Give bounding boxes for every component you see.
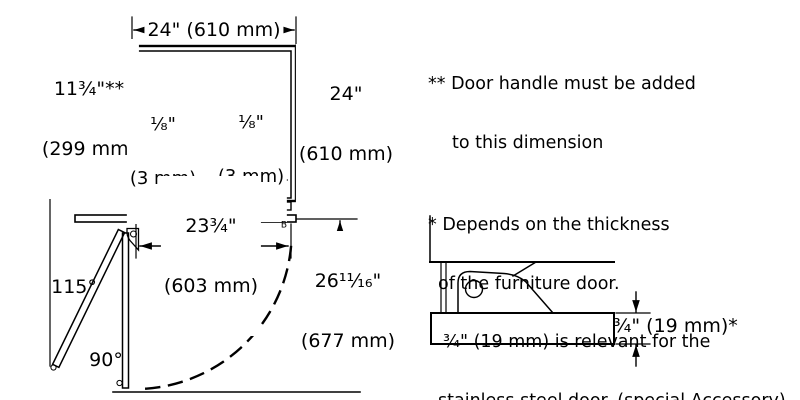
dim-line: 11³⁄₄"** bbox=[53, 78, 125, 100]
hinge-detail bbox=[429, 215, 615, 345]
dim-line: (677 mm) bbox=[300, 330, 396, 352]
dim-line: ¹⁄₈" bbox=[150, 114, 176, 135]
furniture-door-panel bbox=[430, 312, 615, 345]
dim-door-projection: 11³⁄₄"** (299 mm) bbox=[38, 39, 140, 199]
door-handle-note: ** Door handle must be added to this dim… bbox=[428, 36, 696, 192]
dim-line: 26¹¹⁄₁₆" bbox=[314, 270, 382, 292]
dim-line: 23³⁄₄" bbox=[185, 215, 237, 237]
note-line: * Depends on the thickness bbox=[428, 215, 670, 235]
dim-line: 24" bbox=[329, 83, 363, 105]
dim-door-width: 23³⁄₄" (603 mm) bbox=[160, 176, 262, 336]
angle-label-90: 90° bbox=[89, 349, 123, 371]
door-thickness-note: * Depends on the thickness of the furnit… bbox=[428, 177, 791, 400]
dim-line: (610 mm) bbox=[298, 143, 394, 165]
door-swing-arc bbox=[138, 245, 293, 391]
dim-line: ¹⁄₈" bbox=[238, 112, 264, 133]
note-line: of the furniture door. bbox=[438, 273, 620, 294]
hinge-pivot bbox=[464, 279, 484, 299]
note-line: ³⁄₄" (19 mm) is relevant for the bbox=[443, 332, 711, 352]
note-line: stainless steel door. (special Accessory… bbox=[428, 391, 791, 400]
dim-panel-thickness: ³⁄₄" (19 mm)* bbox=[613, 315, 738, 337]
note-line: ** Door handle must be added bbox=[428, 74, 696, 94]
hinge-arm bbox=[457, 270, 555, 314]
dim-line: (603 mm) bbox=[163, 275, 259, 297]
dim-line: (299 mm) bbox=[41, 138, 137, 160]
note-line: to this dimension bbox=[452, 132, 604, 153]
dim-door-clearance: 26¹¹⁄₁₆" (677 mm) bbox=[297, 231, 399, 391]
dim-top-width: 24" (610 mm) bbox=[144, 20, 284, 40]
door-open-90 bbox=[116, 232, 130, 389]
hinge-mark-label: B bbox=[280, 220, 288, 231]
dim-side-height: 24" (610 mm) bbox=[295, 44, 397, 204]
door-open-115 bbox=[50, 228, 126, 371]
angle-label-115: 115° bbox=[51, 276, 97, 298]
